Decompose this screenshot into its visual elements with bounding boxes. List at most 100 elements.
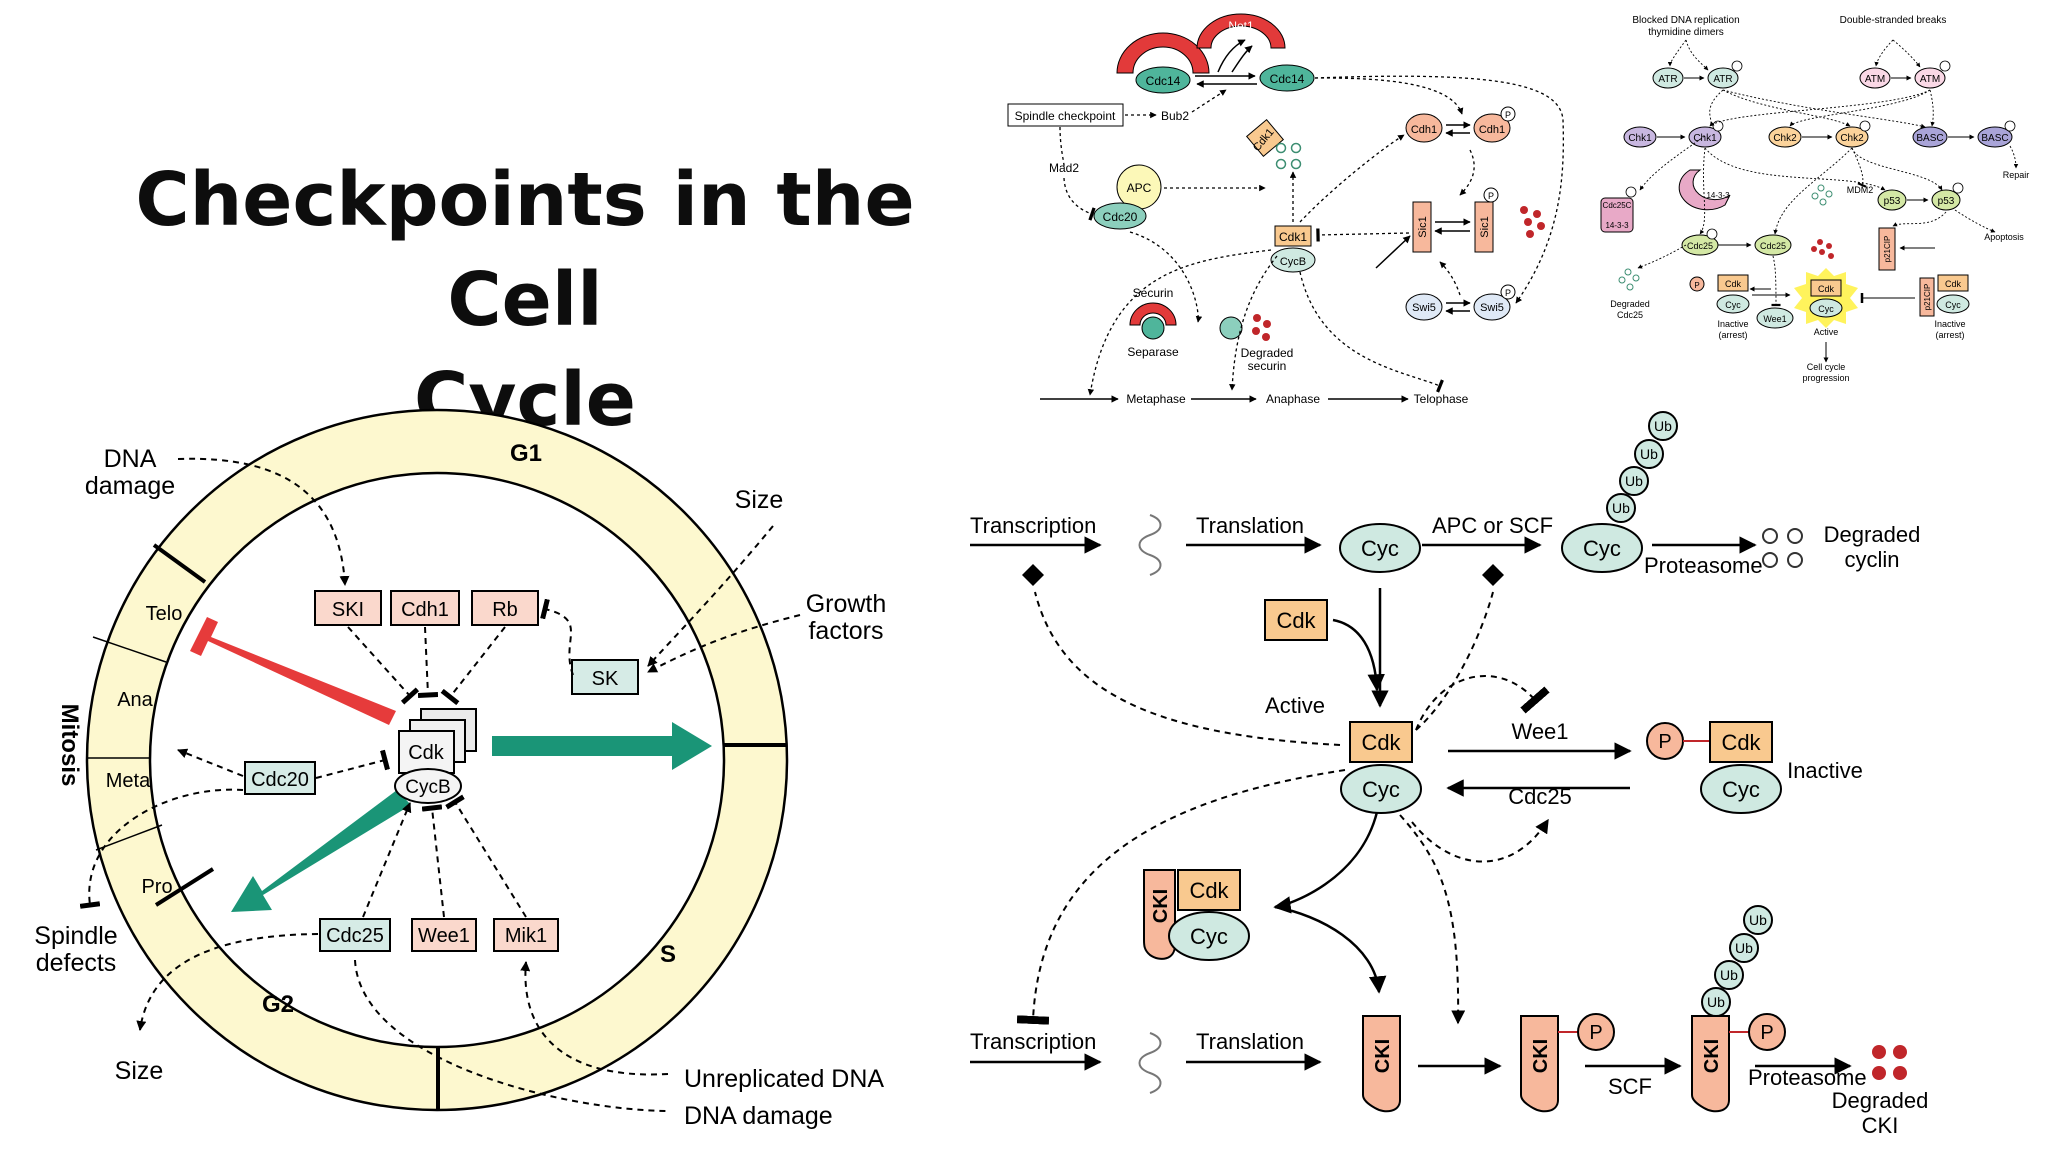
svg-text:Swi5: Swi5 — [1412, 302, 1436, 314]
cdc14-left — [1135, 66, 1191, 94]
teal-arrow-to-g2 — [231, 790, 411, 912]
p21-box-top — [1878, 227, 1896, 271]
reg-cdk-active — [1349, 721, 1413, 763]
cdk1-diamond — [1245, 118, 1285, 158]
cdc14-right — [1259, 64, 1315, 92]
svg-text:Cyc: Cyc — [1362, 777, 1400, 802]
reg-cyc-inactive — [1700, 764, 1782, 814]
svg-text:Ub: Ub — [1625, 473, 1643, 489]
reg-cdc25-label: Cdc25 — [1508, 784, 1572, 809]
dsb-label: Double-stranded breaks — [1840, 15, 1947, 26]
svg-text:Cyc: Cyc — [1583, 536, 1621, 561]
inactive-cdk-left — [1717, 274, 1749, 292]
phase-telo-label: Telo — [146, 603, 183, 625]
svg-text:Cdk: Cdk — [1361, 730, 1401, 755]
phase-g1-label: G1 — [510, 440, 542, 467]
reg-cdk-free — [1264, 599, 1328, 641]
svg-text:Cdc25C: Cdc25C — [1603, 201, 1632, 210]
cki-ubiquitinated — [1691, 1015, 1730, 1113]
svg-text:14-3-3: 14-3-3 — [1706, 191, 1730, 200]
label-unreplicated-dna: Unreplicated DNA — [684, 1065, 884, 1093]
svg-text:Swi5: Swi5 — [1480, 302, 1504, 314]
svg-text:CKI: CKI — [1372, 1039, 1394, 1073]
reg-wee1-label: Wee1 — [1511, 719, 1568, 744]
phase-meta-label: Meta — [106, 770, 151, 792]
modulator-diamond-right — [1482, 564, 1504, 586]
basc-right: BASC — [1981, 133, 2008, 144]
dna-damage-diagram: Blocked DNA replication thymidine dimers… — [1600, 15, 2029, 383]
cki-phospho — [1520, 1015, 1559, 1113]
svg-text:Cdc14: Cdc14 — [1146, 74, 1181, 88]
cki-ub-p: P — [1760, 1022, 1773, 1044]
p53-left: p53 — [1884, 196, 1901, 207]
phase-ana-label: Ana — [117, 689, 153, 711]
degraded-cki-2: CKI — [1862, 1113, 1899, 1138]
svg-text:Cdh1: Cdh1 — [1479, 124, 1505, 136]
securin-label: Securin — [1133, 286, 1174, 300]
svg-text:Cdc25: Cdc25 — [326, 925, 384, 947]
cdc25-left: Cdc25 — [1687, 241, 1713, 251]
label-size-top: Size — [735, 486, 784, 514]
svg-text:Cdc20: Cdc20 — [1103, 210, 1138, 224]
box-rb: Rb — [471, 590, 539, 626]
label-spindle-1: Spindle — [34, 922, 117, 950]
svg-text:P: P — [1694, 281, 1699, 290]
svg-text:CKI: CKI — [1701, 1039, 1723, 1073]
svg-text:p21CIP: p21CIP — [1923, 284, 1932, 311]
box-cdc25: Cdc25 — [319, 918, 391, 952]
svg-text:Sic1: Sic1 — [1417, 216, 1429, 237]
label-dna-damage-2: damage — [85, 472, 175, 500]
reg-cyc-top — [1339, 523, 1421, 573]
reg-proteasome-bottom: Proteasome — [1748, 1065, 1867, 1090]
reg-cdk-inactive — [1709, 721, 1773, 763]
teal-arrow-to-s — [492, 722, 712, 770]
inactive-right-1: Inactive — [1934, 319, 1965, 329]
svg-text:Cdc14: Cdc14 — [1270, 72, 1305, 86]
svg-text:Cdk: Cdk — [1189, 878, 1229, 903]
svg-text:Cdh1: Cdh1 — [1411, 124, 1437, 136]
svg-text:CycB: CycB — [1280, 256, 1306, 268]
svg-text:Cyc: Cyc — [1945, 300, 1961, 310]
box-mik1: Mik1 — [493, 918, 559, 952]
box-sk: SK — [571, 659, 639, 695]
swi5-right — [1473, 293, 1511, 321]
svg-text:Spindle checkpoint: Spindle checkpoint — [1015, 109, 1116, 123]
reg-translation-top: Translation — [1196, 513, 1304, 538]
reg-cyc-active — [1340, 764, 1422, 814]
wee1-small: Wee1 — [1763, 314, 1786, 324]
cdk-regulation-diagram: Transcription Translation APC or SCF Cyc… — [970, 411, 1929, 1138]
modulator-diamond-left — [1022, 564, 1044, 586]
reg-transcription-top: Transcription — [970, 513, 1096, 538]
net1-left-label: Net1 — [1150, 48, 1176, 62]
inactive-left-1: Inactive — [1717, 319, 1748, 329]
label-dna-damage-bottom: DNA damage — [684, 1102, 833, 1130]
svg-text:Ub: Ub — [1707, 994, 1725, 1010]
red-inhibition-bar — [190, 617, 396, 725]
cycb-center — [1270, 247, 1316, 273]
svg-text:Rb: Rb — [492, 599, 518, 621]
basc-left: BASC — [1916, 133, 1943, 144]
degraded-cdc25-1: Degraded — [1610, 299, 1650, 309]
reg-cyc-ub — [1561, 523, 1643, 573]
p53-right: p53 — [1938, 196, 1955, 207]
reg-active-label: Active — [1265, 693, 1325, 718]
separase-circle — [1141, 316, 1165, 340]
cki-complex-label: CKI — [1150, 889, 1172, 923]
reg-translation-bottom: Translation — [1196, 1029, 1304, 1054]
reg-scf-label: SCF — [1608, 1074, 1652, 1099]
degraded-cyclin-1: Degraded — [1824, 522, 1921, 547]
center-cdk-label: Cdk — [408, 742, 445, 764]
progression-1: Cell cycle — [1807, 362, 1846, 372]
center-cycb — [394, 768, 462, 804]
svg-text:Cyc: Cyc — [1722, 777, 1760, 802]
reg-inactive-label: Inactive — [1787, 758, 1863, 783]
mitotic-exit-diagram: Net1 Cdc14 Net1 Cdc14 Spindle checkpoint… — [1007, 13, 1565, 406]
box-cdc20: Cdc20 — [244, 761, 316, 795]
svg-text:p21CIP: p21CIP — [1883, 236, 1892, 263]
phase-g2-label: G2 — [262, 991, 294, 1018]
center-cycb-label: CycB — [405, 777, 450, 798]
degraded-cki-1: Degraded — [1832, 1088, 1929, 1113]
swi5-left — [1405, 293, 1443, 321]
svg-text:P: P — [1505, 288, 1511, 298]
